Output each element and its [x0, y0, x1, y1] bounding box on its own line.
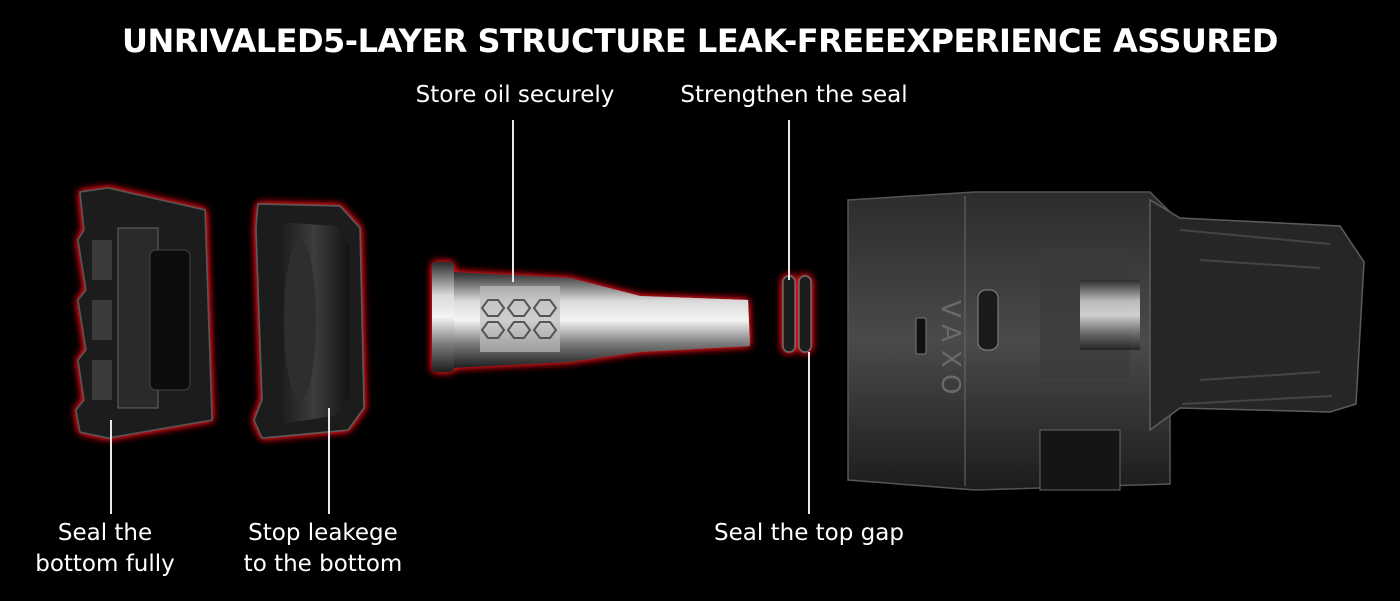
oil-tube-part [432, 262, 750, 372]
callout-line-strengthen-seal [788, 120, 790, 280]
callout-line-seal-top-gap [808, 352, 810, 514]
label-seal-bottom: Seal the bottom fully [22, 518, 188, 580]
label-seal-top-gap: Seal the top gap [714, 520, 904, 546]
label-seal-bottom-line1: Seal the [57, 520, 153, 546]
label-seal-bottom-line2: bottom fully [35, 551, 175, 577]
label-store-oil: Store oil securely [415, 82, 615, 108]
pod-shell-part: VAXO [847, 191, 1365, 491]
label-stop-leakage-line1: Stop leakege [248, 520, 398, 546]
o-ring-part [782, 275, 812, 353]
callout-line-stop-leakage [328, 408, 330, 514]
callout-line-store-oil [512, 120, 514, 282]
label-strengthen-seal: Strengthen the seal [680, 82, 908, 108]
page-title: UNRIVALED5-LAYER STRUCTURE LEAK-FREEEXPE… [122, 22, 1278, 60]
brand-mark: VAXO [935, 300, 965, 403]
bottom-base-part [75, 187, 213, 439]
callout-line-seal-bottom [110, 420, 112, 514]
label-stop-leakage: Stop leakege to the bottom [234, 518, 412, 580]
bottom-seal-part [253, 203, 365, 439]
label-stop-leakage-line2: to the bottom [243, 551, 403, 577]
